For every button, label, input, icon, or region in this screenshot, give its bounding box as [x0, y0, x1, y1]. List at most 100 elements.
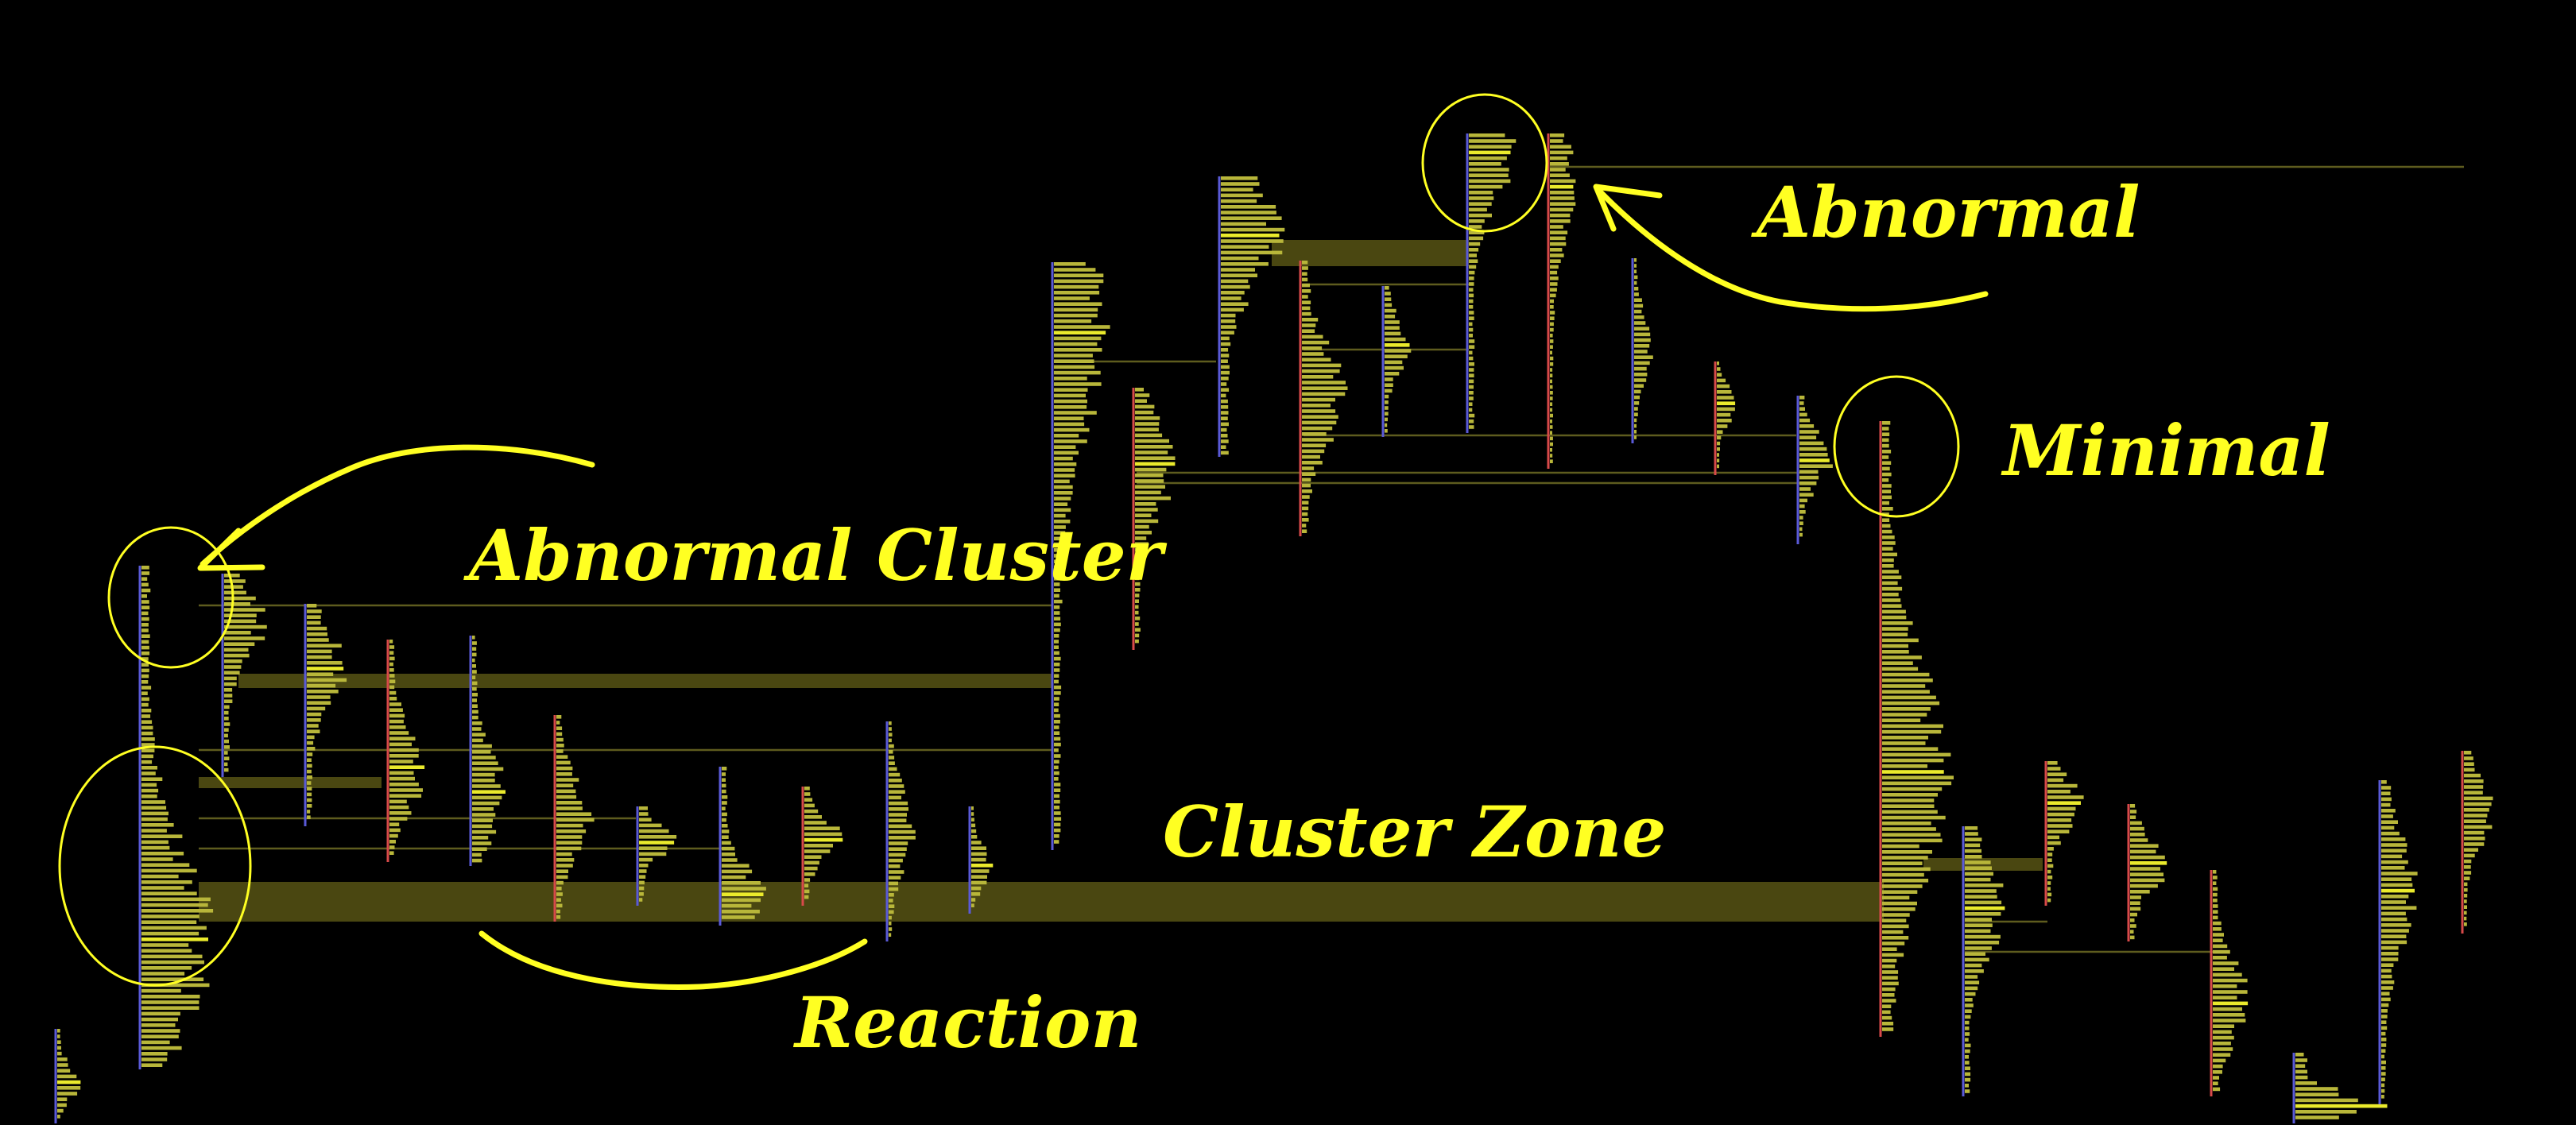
- volume-bar: [2464, 830, 2485, 835]
- volume-bar: [1550, 207, 1574, 212]
- volume-bar: [889, 852, 906, 857]
- volume-bar: [722, 829, 730, 833]
- volume-bar: [2047, 806, 2076, 811]
- volume-bar: [1385, 349, 1412, 353]
- volume-bar: [1882, 815, 1946, 820]
- volume-bar: [639, 846, 668, 850]
- volume-bar: [1054, 828, 1061, 833]
- volume-bar: [1550, 196, 1575, 200]
- volume-bar: [1882, 461, 1892, 465]
- volume-bar: [57, 1103, 67, 1108]
- volume-bar: [1054, 582, 1060, 586]
- profile-p19: [1547, 133, 1576, 469]
- volume-bar: [141, 702, 149, 707]
- volume-bar: [2213, 1087, 2221, 1092]
- volume-bar: [1385, 400, 1389, 404]
- volume-bar: [1965, 946, 1992, 950]
- volume-bar: [141, 600, 149, 604]
- volume-bar: [1882, 593, 1899, 597]
- volume-bar: [1550, 173, 1570, 177]
- volume-bar: [1054, 748, 1059, 752]
- volume-bar: [2464, 796, 2493, 801]
- volume-bar: [1469, 145, 1512, 149]
- volume-bar: [141, 903, 208, 907]
- volume-bar: [889, 761, 895, 765]
- volume-bar: [141, 1017, 178, 1022]
- volume-bar: [971, 857, 986, 862]
- volume-bar: [141, 926, 207, 930]
- volume-bar: [556, 744, 564, 748]
- volume-bar: [2213, 972, 2242, 977]
- volume-bar: [1054, 520, 1071, 524]
- volume-bar: [141, 840, 169, 845]
- volume-bar: [889, 881, 898, 886]
- volume-bar: [141, 988, 181, 993]
- volume-bar: [1135, 427, 1159, 431]
- volume-bar: [1385, 372, 1400, 376]
- volume-bar: [1965, 1026, 1970, 1030]
- volume-bar: [1054, 319, 1092, 323]
- volume-bar: [1799, 532, 1803, 537]
- volume-bar: [1469, 248, 1479, 252]
- volume-bar: [1882, 524, 1891, 528]
- volume-bar: [556, 864, 573, 868]
- volume-bar: [1469, 276, 1474, 280]
- volume-bar: [2381, 854, 2403, 859]
- volume-bar: [1634, 435, 1637, 439]
- volume-bar: [141, 788, 159, 793]
- volume-bar: [472, 852, 482, 857]
- volume-bar: [889, 824, 912, 829]
- volume-bar: [971, 852, 987, 856]
- volume-bar: [1054, 479, 1070, 484]
- volume-bar: [389, 742, 412, 747]
- volume-bar: [1882, 890, 1918, 894]
- volume-bar: [1221, 313, 1236, 318]
- volume-bar: [1135, 582, 1141, 586]
- volume-bar: [2213, 949, 2230, 954]
- volume-bar: [1135, 610, 1139, 615]
- volume-bar: [1221, 359, 1228, 363]
- volume-bar: [2213, 892, 2218, 897]
- volume-bar: [1469, 402, 1473, 406]
- volume-bar: [1965, 855, 1982, 859]
- volume-bar: [1799, 435, 1817, 439]
- volume-bar: [2381, 934, 2407, 938]
- abnormal-cluster-circle: [107, 526, 234, 669]
- volume-bar: [1550, 413, 1553, 418]
- volume-bar: [224, 699, 233, 703]
- volume-bar: [141, 794, 157, 798]
- volume-bar: [1469, 139, 1517, 143]
- volume-bar: [1882, 901, 1917, 906]
- volume-bar: [1221, 256, 1259, 261]
- volume-bar: [57, 1069, 71, 1073]
- volume-bar: [556, 737, 564, 742]
- volume-bar: [1221, 176, 1258, 180]
- volume-bar: [639, 806, 648, 810]
- volume-bar: [1135, 588, 1141, 592]
- profile-p02: [138, 566, 214, 1069]
- volume-bar: [1054, 268, 1096, 272]
- volume-bar: [889, 733, 893, 736]
- volume-bar: [141, 668, 149, 673]
- volume-bar: [57, 1040, 61, 1044]
- volume-bar: [1302, 495, 1310, 499]
- volume-bar: [1965, 1066, 1970, 1070]
- volume-bar: [2464, 837, 2485, 841]
- volume-bar: [1882, 936, 1909, 940]
- volume-bar: [141, 823, 174, 827]
- volume-bar: [1550, 191, 1575, 195]
- volume-bar: [389, 668, 394, 672]
- volume-bar: [1550, 225, 1563, 229]
- volume-bar: [639, 818, 652, 822]
- label-reaction: Reaction: [792, 981, 1141, 1064]
- volume-bar: [1221, 393, 1226, 398]
- volume-bar: [1054, 685, 1062, 690]
- volume-bar: [1550, 219, 1571, 223]
- volume-bar: [307, 695, 331, 699]
- minimal-circle: [1833, 375, 1960, 518]
- volume-bar: [307, 638, 329, 642]
- volume-bar: [1054, 663, 1060, 667]
- volume-bar: [1882, 947, 1897, 951]
- volume-bar: [1965, 1015, 1971, 1019]
- volume-bar: [1054, 405, 1087, 409]
